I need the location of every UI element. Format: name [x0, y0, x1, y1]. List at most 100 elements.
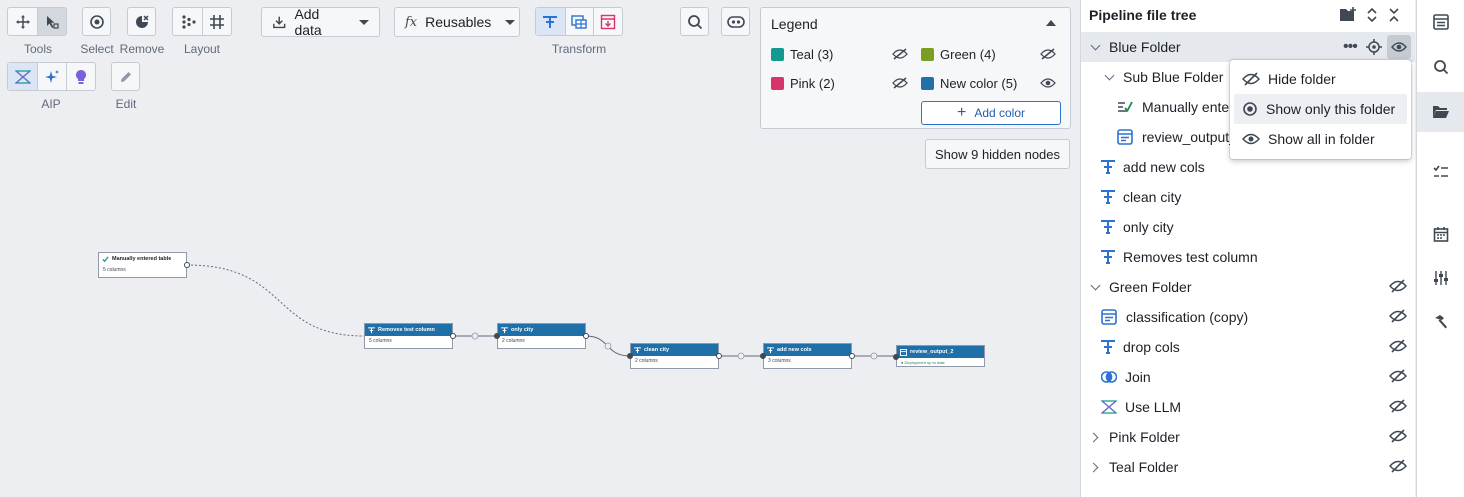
expand-collapse-icon[interactable] — [1366, 7, 1378, 23]
auto-layout-button[interactable] — [173, 8, 202, 35]
output-port[interactable] — [716, 353, 722, 359]
show-hidden-nodes-button[interactable]: Show 9 hidden nodes — [925, 139, 1070, 169]
menu-item-label: Hide folder — [1268, 71, 1336, 87]
tree-item-classification-copy[interactable]: classification (copy) — [1081, 302, 1415, 332]
menu-item-show-only-this-folder[interactable]: Show only this folder — [1234, 94, 1407, 124]
output-button[interactable] — [593, 8, 622, 35]
transform-icon — [1101, 190, 1115, 204]
select-tool-button[interactable] — [37, 8, 66, 35]
edit-button[interactable] — [111, 62, 140, 91]
eye-off-icon[interactable] — [1389, 339, 1407, 353]
aip-group — [7, 62, 96, 91]
visibility-menu-button[interactable] — [1387, 35, 1411, 59]
tree-item-join[interactable]: Join — [1081, 362, 1415, 392]
transform-icon — [1101, 340, 1115, 354]
aip-assist-button[interactable] — [37, 63, 66, 90]
aip-suggest-button[interactable] — [66, 63, 95, 90]
search-panel-button[interactable] — [1417, 47, 1464, 87]
legend-item-name: New color — [940, 76, 998, 91]
node-manually-entered-table[interactable]: Manually entered table 5 columns — [98, 252, 190, 278]
remove-button[interactable] — [127, 7, 156, 36]
legend-item-green[interactable]: Green (4) — [921, 47, 996, 62]
node-review-output-2[interactable]: review_output_2 ● Deployment up to date — [893, 345, 985, 367]
node-subtitle: 2 columns — [502, 338, 525, 344]
node-add-new-cols[interactable]: add new cols 3 columns — [760, 343, 855, 369]
layout-group — [172, 7, 232, 36]
tree-item-only-city[interactable]: only city — [1081, 212, 1415, 242]
input-port[interactable] — [494, 333, 500, 339]
tree-item-clean-city[interactable]: clean city — [1081, 182, 1415, 212]
eye-icon[interactable] — [1040, 77, 1056, 89]
green-swatch — [921, 48, 934, 61]
eye-off-icon[interactable] — [1389, 369, 1407, 383]
build-panel-button[interactable] — [1417, 302, 1464, 342]
tree-item-use-llm[interactable]: Use LLM — [1081, 392, 1415, 422]
node-removes-test-column[interactable]: Removes test column 5 columns — [364, 323, 456, 349]
node-clean-city[interactable]: clean city 2 columns — [627, 343, 722, 369]
transform-button[interactable] — [536, 8, 565, 35]
collapse-all-icon[interactable] — [1388, 7, 1400, 23]
tree-folder-blue[interactable]: Blue Folder ••• — [1081, 32, 1415, 62]
eye-off-icon[interactable] — [892, 77, 908, 89]
preview-button[interactable] — [721, 7, 750, 36]
tree-item-review-output-2[interactable]: review_output_2 — [1081, 122, 1415, 152]
legend-item-pink[interactable]: Pink (2) — [771, 76, 835, 91]
tree-item-drop-cols[interactable]: drop cols — [1081, 332, 1415, 362]
node-title: add new cols — [777, 347, 812, 353]
eye-off-icon[interactable] — [1389, 399, 1407, 413]
legend-item-teal[interactable]: Teal (3) — [771, 47, 833, 62]
tree-folder-green[interactable]: Green Folder — [1081, 272, 1415, 302]
output-port[interactable] — [450, 333, 456, 339]
eye-off-icon[interactable] — [1389, 309, 1407, 323]
eye-off-icon[interactable] — [1389, 459, 1407, 473]
file-tree-panel-button[interactable] — [1417, 92, 1464, 132]
join-table-button[interactable] — [564, 8, 594, 35]
tree-folder-teal[interactable]: Teal Folder — [1081, 452, 1415, 482]
node-header: clean city — [631, 344, 718, 356]
tree-folder-sub-blue[interactable]: Sub Blue Folder — [1081, 62, 1415, 92]
join-icon — [1101, 371, 1117, 383]
output-port[interactable] — [583, 333, 589, 339]
reusables-button[interactable]: fx Reusables — [394, 7, 520, 37]
search-button[interactable] — [680, 7, 709, 36]
chevron-up-icon[interactable] — [1046, 20, 1056, 26]
folder-visibility-menu: Hide folder Show only this folder Show a… — [1230, 60, 1411, 159]
parameters-panel-button[interactable] — [1417, 258, 1464, 298]
pan-tool-button[interactable] — [8, 8, 37, 35]
tree-item-add-new-cols[interactable]: add new cols — [1081, 152, 1415, 182]
select-button[interactable] — [82, 7, 111, 36]
properties-panel-button[interactable] — [1417, 2, 1464, 42]
input-port[interactable] — [760, 353, 766, 359]
checks-panel-button[interactable] — [1417, 152, 1464, 192]
more-icon[interactable]: ••• — [1343, 38, 1358, 55]
node-title: Manually entered table — [112, 256, 172, 262]
menu-item-show-all-in-folder[interactable]: Show all in folder — [1234, 124, 1407, 154]
add-color-button[interactable]: + Add color — [921, 101, 1061, 125]
input-port[interactable] — [893, 354, 899, 360]
schedule-panel-button[interactable] — [1417, 214, 1464, 254]
pipeline-canvas[interactable]: Tools Select Remove Layout Add data fx R… — [0, 0, 1080, 497]
menu-item-hide-folder[interactable]: Hide folder — [1234, 64, 1407, 94]
output-port[interactable] — [849, 353, 855, 359]
node-header: only city — [498, 324, 585, 336]
node-title: Removes test column — [378, 327, 435, 333]
legend-item-new-color[interactable]: New color (5) — [921, 76, 1017, 91]
tree-item-removes-test-column[interactable]: Removes test column — [1081, 242, 1415, 272]
eye-off-icon[interactable] — [1389, 279, 1407, 293]
deployment-status: Deployment up to date — [904, 360, 945, 365]
add-data-button[interactable]: Add data — [261, 6, 380, 38]
new-folder-icon[interactable] — [1339, 7, 1357, 22]
locate-icon[interactable] — [1366, 39, 1382, 55]
grid-layout-button[interactable] — [202, 8, 231, 35]
use-llm-button[interactable] — [8, 63, 37, 90]
input-port[interactable] — [627, 353, 633, 359]
tree-folder-pink[interactable]: Pink Folder — [1081, 422, 1415, 452]
select-label: Select — [80, 42, 114, 56]
eye-off-icon[interactable] — [1389, 429, 1407, 443]
eye-off-icon[interactable] — [1040, 48, 1056, 60]
eye-off-icon[interactable] — [892, 48, 908, 60]
output-port[interactable] — [184, 262, 190, 268]
tree-item-label: drop cols — [1123, 339, 1180, 355]
node-only-city[interactable]: only city 2 columns — [494, 323, 589, 349]
right-sidebar — [1416, 0, 1464, 497]
